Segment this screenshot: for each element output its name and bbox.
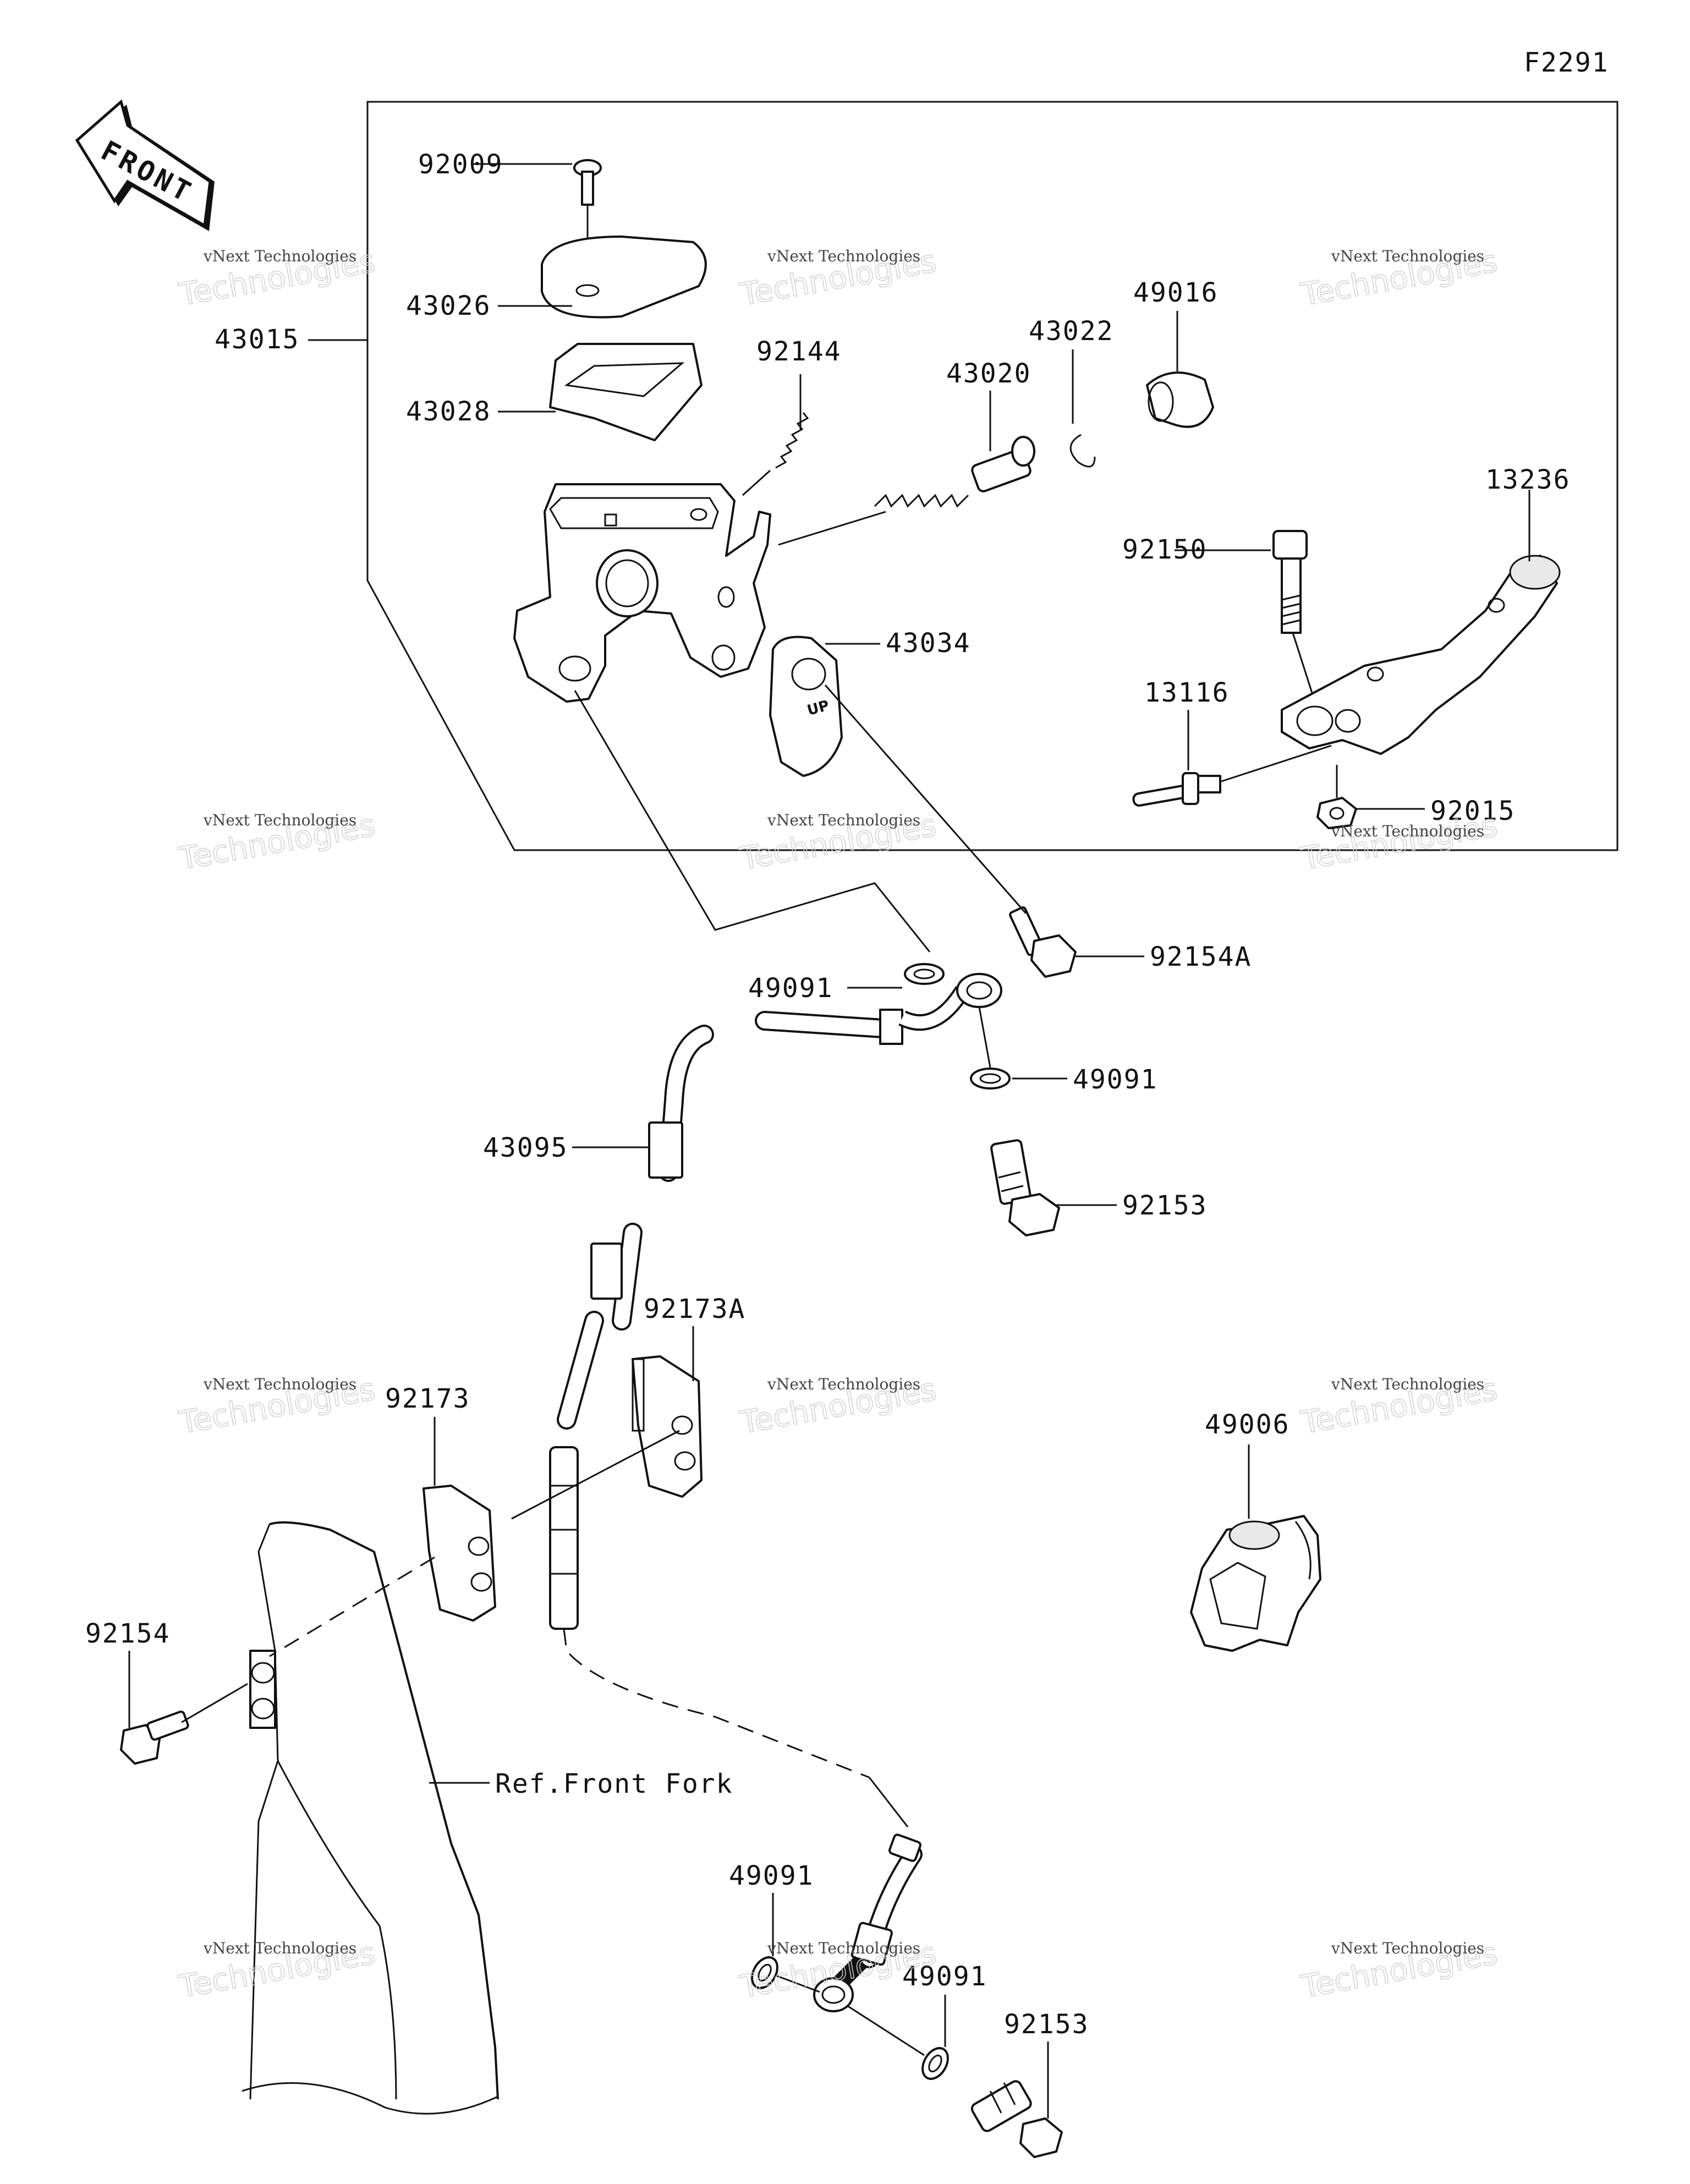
leader-lower-hose xyxy=(868,1777,909,1827)
watermark-2: Technologies vNext Technologies xyxy=(737,243,939,314)
svg-text:vNext Technologies: vNext Technologies xyxy=(767,1375,920,1393)
front-fork-reference xyxy=(242,1521,499,2115)
ref-front-fork: Ref.Front Fork xyxy=(495,1769,733,1799)
nut-92015 xyxy=(1316,797,1357,829)
label-13236: 13236 xyxy=(1485,464,1571,495)
label-49091-a: 49091 xyxy=(748,973,833,1004)
guide-49006 xyxy=(1190,1515,1321,1652)
label-43095: 43095 xyxy=(483,1132,568,1163)
svg-text:vNext Technologies: vNext Technologies xyxy=(1331,1939,1484,1957)
svg-text:vNext Technologies: vNext Technologies xyxy=(767,247,920,265)
label-92153-b: 92153 xyxy=(1004,2009,1089,2040)
leader-49091-b-axis xyxy=(978,1006,991,1068)
label-49091-b: 49091 xyxy=(1073,1064,1158,1095)
leader-cylinder-to-49091 xyxy=(574,690,931,953)
label-92154A: 92154A xyxy=(1150,942,1252,972)
watermark-10: Technologies vNext Technologies xyxy=(175,1935,378,2006)
leader-49091-c-axis xyxy=(775,1974,820,1993)
label-92153-a: 92153 xyxy=(1122,1190,1208,1221)
label-13116: 13116 xyxy=(1144,677,1230,708)
washer-49091-a xyxy=(904,963,945,985)
clamp-43034: UP xyxy=(769,636,843,777)
label-49006: 49006 xyxy=(1205,1409,1290,1440)
boot-49016 xyxy=(1146,371,1214,428)
front-arrow-icon: FRONT xyxy=(75,99,215,231)
leader-92144-axis xyxy=(742,469,771,496)
diaphragm-43028 xyxy=(549,343,703,441)
dashed-line-hose xyxy=(563,1628,870,1778)
circlip-43022 xyxy=(1069,434,1096,468)
svg-text:vNext Technologies: vNext Technologies xyxy=(203,1375,356,1393)
label-92015: 92015 xyxy=(1430,796,1516,826)
label-43020: 43020 xyxy=(946,358,1031,389)
label-92144: 92144 xyxy=(756,336,842,367)
label-92173: 92173 xyxy=(385,1383,470,1414)
lower-hose-end xyxy=(813,1833,923,2012)
svg-text:vNext Technologies: vNext Technologies xyxy=(767,1939,920,1957)
watermark-12: Technologies vNext Technologies xyxy=(1298,1935,1500,2006)
assembly-box-outline xyxy=(366,101,1618,851)
bolt-92154 xyxy=(120,1710,189,1765)
bracket-92173A xyxy=(632,1355,703,1498)
leader-92154-axis xyxy=(181,1683,248,1723)
label-43015: 43015 xyxy=(215,324,300,355)
watermark-8: Technologies vNext Technologies xyxy=(737,1371,939,1442)
leader-43020-axis xyxy=(778,511,886,546)
label-49016: 49016 xyxy=(1133,277,1219,308)
label-92154: 92154 xyxy=(85,1618,171,1649)
watermark-9: Technologies vNext Technologies xyxy=(1298,1371,1500,1442)
pin-13116 xyxy=(1132,772,1221,807)
reservoir-cap-43026 xyxy=(541,236,707,319)
svg-text:vNext Technologies: vNext Technologies xyxy=(203,247,356,265)
washer-49091-c xyxy=(751,1956,778,1989)
leader-92173A-axis xyxy=(511,1430,680,1520)
watermark-5: Technologies vNext Technologies xyxy=(737,807,939,878)
svg-text:vNext Technologies: vNext Technologies xyxy=(1331,822,1484,840)
banjo-bolt-92153-b xyxy=(970,2080,1063,2158)
lever-13236 xyxy=(1281,555,1561,755)
bolt-92154A xyxy=(1009,906,1077,978)
svg-text:vNext Technologies: vNext Technologies xyxy=(1331,247,1484,265)
svg-text:vNext Technologies: vNext Technologies xyxy=(1331,1375,1484,1393)
leader-13116-axis xyxy=(1221,745,1332,782)
svg-text:vNext Technologies: vNext Technologies xyxy=(203,1939,356,1957)
brake-hose-43095 xyxy=(549,973,1002,1630)
diagram-code: F2291 xyxy=(1524,47,1609,78)
watermark-3: Technologies vNext Technologies xyxy=(1298,243,1500,314)
watermark-7: Technologies vNext Technologies xyxy=(175,1371,378,1442)
watermark-4: Technologies vNext Technologies xyxy=(175,807,378,878)
label-43034: 43034 xyxy=(886,628,971,659)
leader-49091-d-axis xyxy=(847,2005,925,2056)
label-92009: 92009 xyxy=(418,149,503,180)
svg-text:vNext Technologies: vNext Technologies xyxy=(767,811,920,829)
label-43028: 43028 xyxy=(406,396,491,427)
spring-92144 xyxy=(775,412,809,469)
screw-92009 xyxy=(573,159,602,206)
label-92150: 92150 xyxy=(1122,534,1208,565)
label-43026: 43026 xyxy=(406,291,491,321)
piston-43020 xyxy=(874,436,1035,508)
label-43022: 43022 xyxy=(1029,316,1114,347)
label-49091-d: 49091 xyxy=(902,1961,987,1992)
washer-49091-d xyxy=(921,2047,949,2080)
master-cylinder-body xyxy=(513,483,771,703)
watermark-1: Technologies vNext Technologies xyxy=(175,243,378,314)
bolt-92150 xyxy=(1272,530,1308,634)
bracket-92173 xyxy=(422,1485,496,1622)
label-92173A: 92173A xyxy=(644,1294,745,1324)
dashed-line-bracket-fork xyxy=(269,1556,435,1657)
leader-92150-axis xyxy=(1292,632,1316,702)
label-49091-c: 49091 xyxy=(729,1860,814,1891)
banjo-bolt-92153-a xyxy=(990,1139,1060,1236)
leader-92154A-axis xyxy=(824,685,1027,914)
svg-text:vNext Technologies: vNext Technologies xyxy=(203,811,356,829)
washer-49091-b xyxy=(970,1068,1011,1090)
